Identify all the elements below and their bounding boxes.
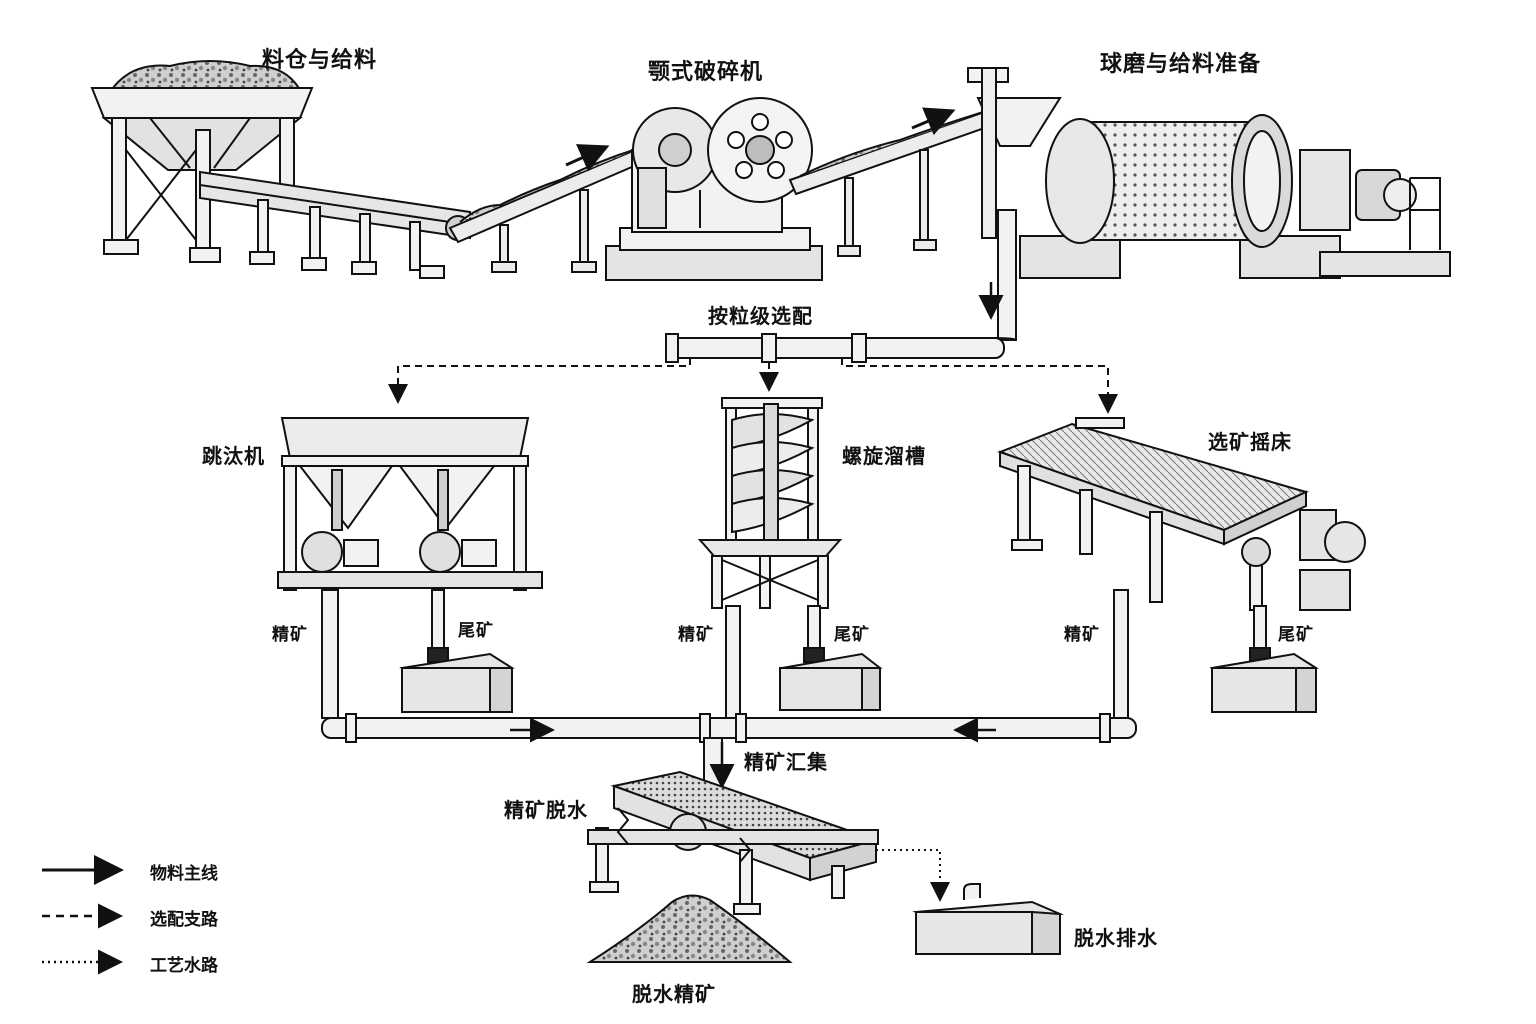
label-jig-concentrate: 精矿 (272, 625, 308, 645)
label-spiral-chute: 螺旋溜槽 (842, 444, 926, 468)
drain-tank (912, 883, 1064, 955)
distribution-manifold (665, 333, 1005, 363)
discharge-pipes (321, 589, 1271, 719)
shaking-table (997, 417, 1366, 611)
concentrate-pile (586, 894, 793, 963)
label-concentrate-collection: 精矿汇集 (744, 750, 828, 774)
hopper-feeder (90, 60, 471, 279)
label-spiral-concentrate: 精矿 (678, 625, 714, 645)
label-grade-distribution: 按粒级选配 (708, 304, 813, 328)
label-table-tailings: 尾矿 (1278, 625, 1314, 645)
legend-label-water: 工艺水路 (150, 956, 218, 976)
legend (42, 855, 124, 975)
label-ball-mill: 球磨与给料准备 (1100, 52, 1262, 77)
label-dewatered-concentrate: 脱水精矿 (632, 982, 716, 1006)
spiral-chute (697, 397, 843, 609)
label-dewatering-drain: 脱水排水 (1074, 926, 1158, 950)
flow-arrow (565, 144, 610, 172)
tailings-tanks (399, 652, 1319, 713)
dewatering-screen (587, 770, 880, 915)
conveyor-to-mill (788, 108, 998, 257)
label-table-concentrate: 精矿 (1064, 625, 1100, 645)
legend-label-branch: 选配支路 (150, 910, 218, 930)
legend-label-main-line: 物料主线 (150, 864, 218, 884)
label-jaw-crusher: 颚式破碎机 (648, 60, 764, 85)
water-line (876, 849, 950, 902)
grade-branches (388, 358, 1118, 414)
label-hopper-feed: 料仓与给料 (262, 48, 378, 73)
label-jig: 跳汰机 (202, 444, 265, 468)
label-jig-tailings: 尾矿 (458, 621, 494, 641)
flow-arrow (911, 107, 956, 136)
jaw-crusher (605, 97, 823, 281)
ball-mill (967, 67, 1451, 279)
jig (277, 417, 543, 591)
label-concentrate-dewatering: 精矿脱水 (504, 798, 588, 822)
label-spiral-tailings: 尾矿 (834, 625, 870, 645)
concentrate-collection-pipe (321, 713, 1137, 789)
label-shaking-table: 选矿摇床 (1208, 430, 1292, 454)
